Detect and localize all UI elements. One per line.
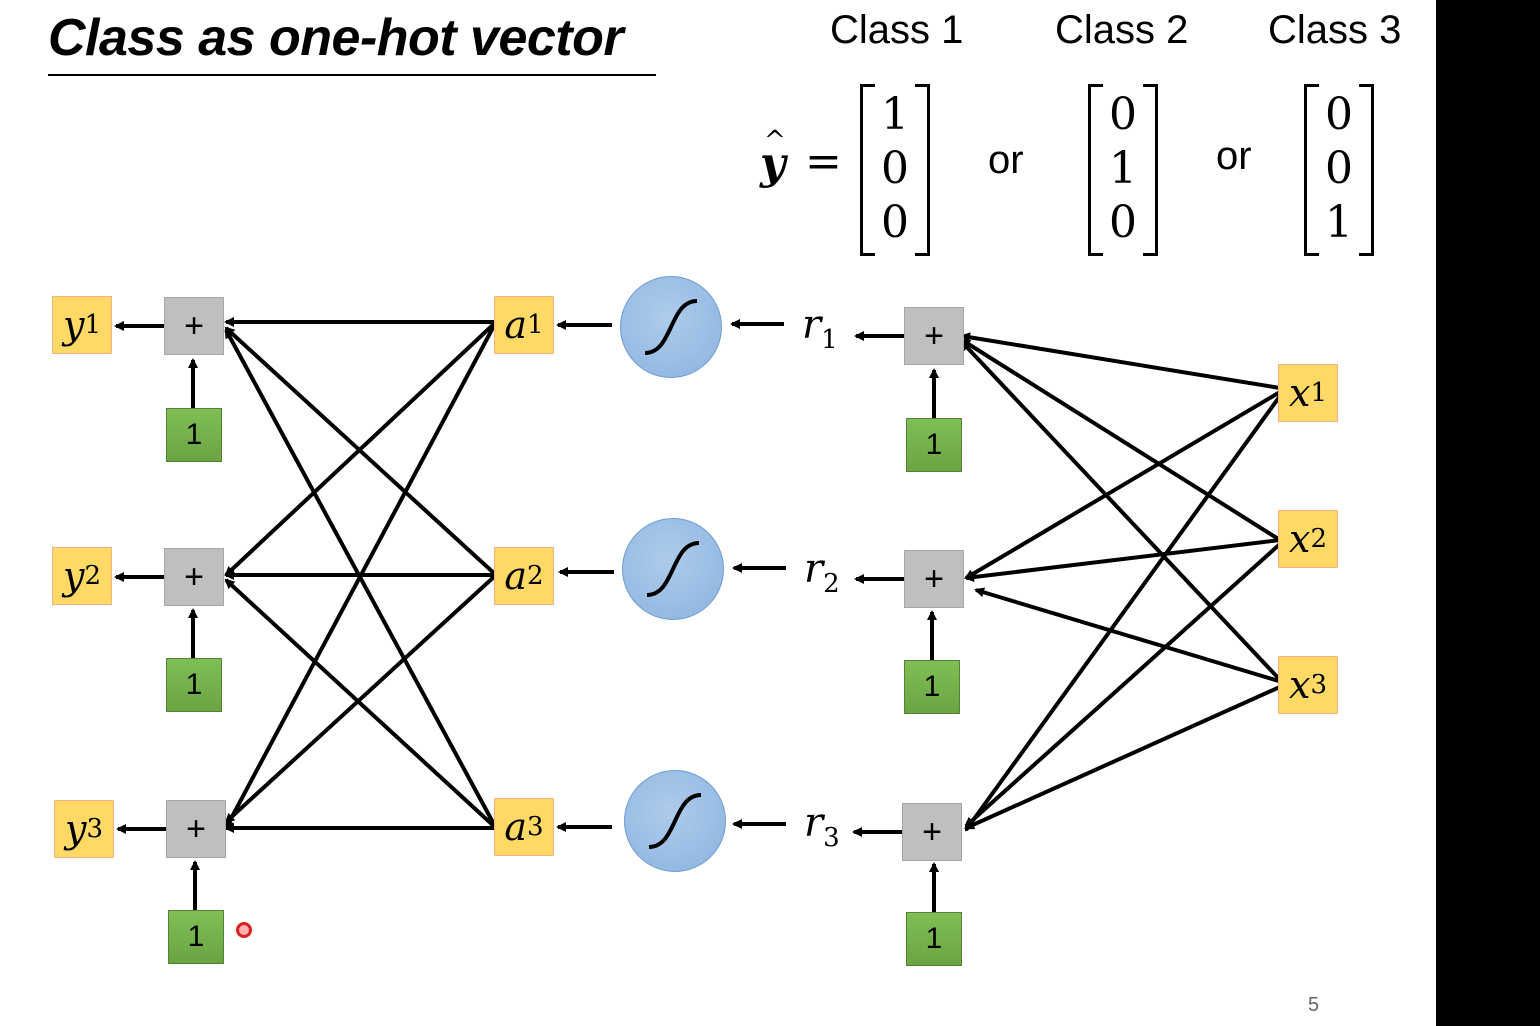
pre-activation-label-r2: r2 xyxy=(804,546,840,599)
class-1-vector: 1 0 0 xyxy=(860,84,930,256)
vector-value: 1 xyxy=(1109,143,1137,194)
vector-value: 0 xyxy=(1109,89,1137,140)
laser-pointer-icon xyxy=(236,922,252,938)
bias-node: 1 xyxy=(166,658,222,712)
bias-node: 1 xyxy=(168,910,224,964)
sum-node: + xyxy=(902,803,962,861)
sum-node: + xyxy=(904,550,964,608)
vector-value: 0 xyxy=(881,143,909,194)
sigmoid-icon xyxy=(622,518,724,620)
hat-symbol: ^ xyxy=(764,126,786,156)
sum-node: + xyxy=(164,548,224,606)
class-2-label: Class 2 xyxy=(1055,8,1189,52)
page-number: 5 xyxy=(1308,994,1320,1016)
bias-node: 1 xyxy=(166,408,222,462)
bias-node: 1 xyxy=(906,418,962,472)
y-hat: y xyxy=(760,138,786,189)
vector-value: 0 xyxy=(1325,143,1353,194)
class-3-label: Class 3 xyxy=(1268,8,1402,52)
vector-value: 0 xyxy=(1325,89,1353,140)
or-separator: or xyxy=(1216,134,1252,178)
pre-activation-label-r3: r3 xyxy=(804,800,840,853)
vector-value: 0 xyxy=(1109,197,1137,248)
vector-value: 1 xyxy=(881,89,909,140)
sigmoid-icon xyxy=(624,770,726,872)
class-2-vector: 0 1 0 xyxy=(1088,84,1158,256)
sum-node: + xyxy=(904,307,964,365)
bias-node: 1 xyxy=(904,660,960,714)
pre-activation-label-r1: r1 xyxy=(802,302,838,355)
vector-value: 1 xyxy=(1325,197,1353,248)
or-separator: or xyxy=(988,138,1024,182)
sum-node: + xyxy=(164,297,224,355)
network-connections xyxy=(114,317,1284,912)
class-1-label: Class 1 xyxy=(830,8,964,52)
title-underline xyxy=(48,74,656,76)
slide: Class as one-hot vector Class 1 Class 2 … xyxy=(0,0,1436,1026)
vector-value: 0 xyxy=(881,197,909,248)
equals-sign: = xyxy=(805,136,842,187)
sigmoid-icon xyxy=(620,276,722,378)
sum-node: + xyxy=(166,800,226,858)
slide-title: Class as one-hot vector xyxy=(48,9,624,67)
class-3-vector: 0 0 1 xyxy=(1304,84,1374,256)
bias-node: 1 xyxy=(906,912,962,966)
